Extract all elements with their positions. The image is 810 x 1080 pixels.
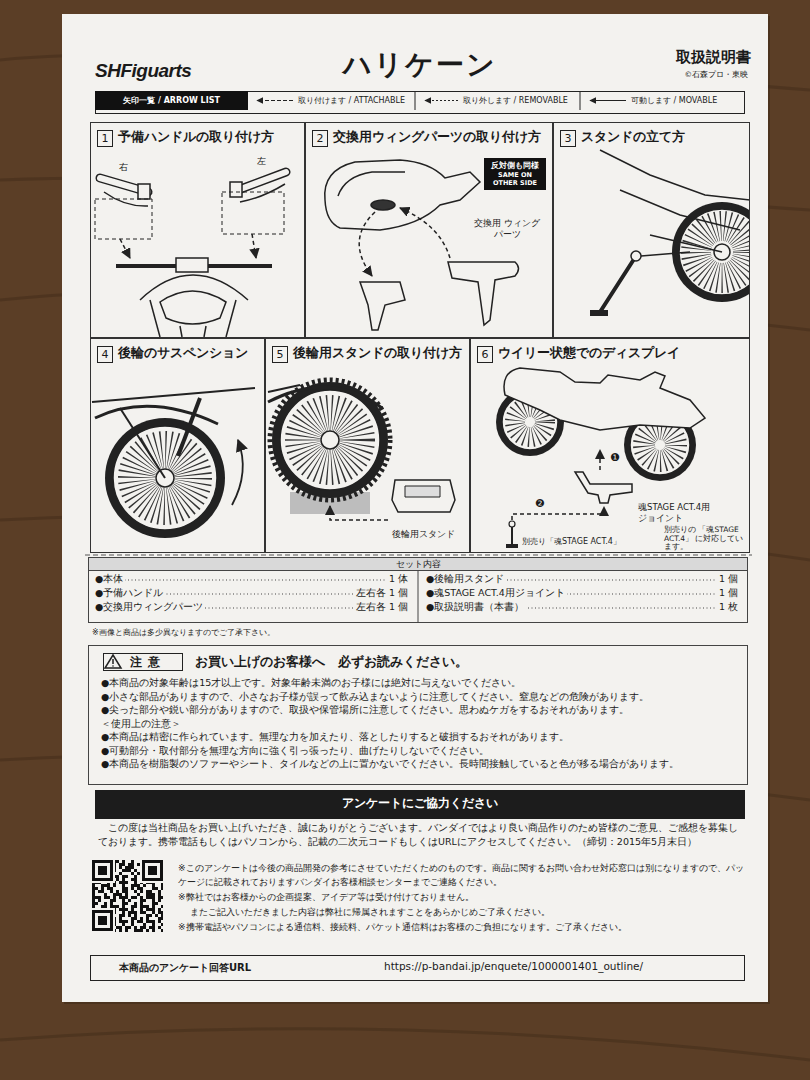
- arrow-legend-text: 可動します / MOVABLE: [631, 95, 717, 106]
- survey-note: ※携帯電話やパソコンによる通信料、接続料、パケット通信料はお客様のご負担になりま…: [178, 921, 745, 935]
- step-panel: 1 予備ハンドルの取り付け方: [90, 122, 305, 338]
- step-number: 4: [97, 346, 113, 363]
- part-label: 別売り「魂STAGE ACT.4」: [522, 536, 621, 547]
- survey-note: ※このアンケートは今後の商品開発の参考にさせていただくためのものです。商品に関す…: [178, 862, 745, 889]
- part-label: 後輪用スタンド: [392, 528, 455, 541]
- table-cell: 1 個: [717, 573, 740, 585]
- part-label: 左: [257, 155, 266, 168]
- caution-subheading: ＜使用上の注意＞: [101, 718, 737, 730]
- survey-url: https://p-bandai.jp/enquete/1000001401_o…: [384, 960, 643, 972]
- note-badge: 反対側も同様SAME ON OTHER SIDE: [484, 158, 546, 190]
- step-panel: 6 ウイリー状態でのディスプレイ: [470, 338, 750, 553]
- step-heading: ウイリー状態でのディスプレイ: [498, 345, 680, 362]
- callout-number: ❶: [610, 451, 620, 464]
- step-panel: 5 後輪用スタンドの取り付け方: [265, 338, 470, 553]
- table-cell: ●本体: [93, 573, 125, 585]
- suspension-illustration: [92, 388, 255, 538]
- table-cell: ●魂STAGE ACT.4用ジョイント: [424, 587, 567, 599]
- step-heading: 予備ハンドルの取り付け方: [118, 129, 274, 146]
- arrow-list-heading: 矢印一覧 / ARROW LIST: [95, 91, 248, 110]
- table-cell: ●交換用ウィングパーツ: [93, 601, 205, 613]
- arrow-legend-text: 取り外します / REMOVABLE: [463, 95, 568, 106]
- table-cell: ●後輪用スタンド: [424, 573, 506, 585]
- kickstand-illustration: [590, 150, 750, 316]
- caution-box: 注 意 お買い上げのお客様へ 必ずお読みください。 ●本商品の対象年齢は15才以上で…: [88, 645, 748, 785]
- survey-banner: アンケートにご協力ください: [95, 790, 745, 819]
- image-note: ※画像と商品は多少異なりますのでご了承下さい。: [92, 627, 275, 638]
- table-heading: セット内容: [89, 558, 747, 571]
- step-number: 5: [272, 346, 288, 363]
- paper-sheet: [62, 14, 768, 1002]
- table-cell: 1 個: [717, 587, 740, 599]
- url-box: 本商品のアンケート回答URL https://p-bandai.jp/enquet…: [90, 955, 745, 981]
- caution-badge: 注 意: [103, 653, 183, 671]
- callout-number: ❷: [535, 497, 545, 510]
- step-number: 1: [97, 130, 113, 147]
- document-type: 取扱説明書: [676, 48, 751, 67]
- part-label: 魂STAGE ACT.4用 ジョイント: [638, 502, 718, 524]
- step-heading: 後輪用スタンドの取り付け方: [293, 345, 462, 362]
- rear-stand-illustration: [268, 380, 455, 520]
- fold-line: [85, 555, 752, 556]
- arrow-list-symbols: [257, 91, 626, 110]
- survey-note: ※弊社ではお客様からの企画提案、アイデア等は受け付けておりません。: [178, 891, 745, 905]
- step-heading: スタンドの立て方: [581, 129, 685, 146]
- handle-illustration: [95, 172, 286, 337]
- arrow-legend-text: 取り付けます / ATTACHABLE: [298, 95, 405, 106]
- contents-table-rules: [100, 570, 735, 622]
- table-cell: ●予備ハンドル: [93, 587, 165, 599]
- caution-item: ●本商品は精密に作られています。無理な力を加えたり、落としたりすると破損するおそ…: [101, 731, 737, 743]
- table-cell: ●取扱説明書（本書）: [424, 601, 526, 613]
- warning-icon: [105, 655, 121, 668]
- badge-text: SAME ON OTHER SIDE: [486, 171, 544, 187]
- url-caption: 本商品のアンケート回答URL: [119, 961, 251, 975]
- survey-note: またご記入いただきました内容は弊社に帰属されますことをあらかじめご了承ください。: [190, 906, 745, 920]
- step-heading: 交換用ウィングパーツの取り付け方: [333, 129, 541, 146]
- table-cell: 左右各 1 個: [354, 587, 410, 599]
- caution-label: 注 意: [130, 655, 161, 669]
- brand-logo: SHFiguarts: [95, 60, 191, 82]
- contents-table: セット内容: [88, 557, 748, 623]
- caution-item: ●尖った部分や鋭い部分がありますので、取扱や保管場所に注意してください。思わぬケ…: [101, 704, 737, 716]
- caution-item: ●可動部分・取付部分を無理な方向に強く引っ張ったり、曲げたりしないでください。: [101, 745, 737, 757]
- step-number: 3: [560, 130, 576, 147]
- step-heading: 後輪のサスペンション: [118, 345, 248, 362]
- caution-item: ●小さな部品がありますので、小さなお子様が誤って飲み込まないように注意してくださ…: [101, 691, 737, 703]
- copyright: ©石森プロ・東映: [685, 70, 749, 80]
- table-cell: 1 体: [387, 573, 410, 585]
- step-number: 6: [477, 346, 493, 363]
- document-title: ハリケーン: [270, 46, 570, 84]
- survey-text: この度は当社商品をお買い上げいただき、誠にありがとうございます。バンダイではより…: [98, 821, 743, 849]
- caution-heading: お買い上げのお客様へ 必ずお読みください。: [195, 654, 468, 671]
- step-panel: 4 後輪のサスペンション: [90, 338, 265, 553]
- qr-code: [90, 858, 165, 933]
- step-panel: 3 スタンドの立て方: [553, 122, 750, 338]
- part-label: 交換用 ウィングパーツ: [470, 218, 544, 240]
- part-label: 右: [119, 161, 128, 174]
- table-cell: 左右各 1 個: [354, 601, 410, 613]
- table-cell: 1 枚: [717, 601, 740, 613]
- badge-text: 反対側も同様: [486, 161, 544, 171]
- caution-item: ●本商品を樹脂製のソファーやシート、タイルなどの上に置かないでください。長時間接…: [101, 758, 737, 770]
- arrow-list-bar: 矢印一覧 / ARROW LIST 取り付けます / ATTACHABLE 取り外し…: [95, 91, 745, 114]
- step-number: 2: [312, 130, 328, 147]
- part-note: 別売りの 「魂STAGE ACT.4」 に対応しています。: [664, 526, 748, 552]
- banner-text: アンケートにご協力ください: [95, 790, 745, 815]
- caution-item: ●本商品の対象年齢は15才以上です。対象年齢未満のお子様には絶対に与えないでくだ…: [101, 677, 737, 689]
